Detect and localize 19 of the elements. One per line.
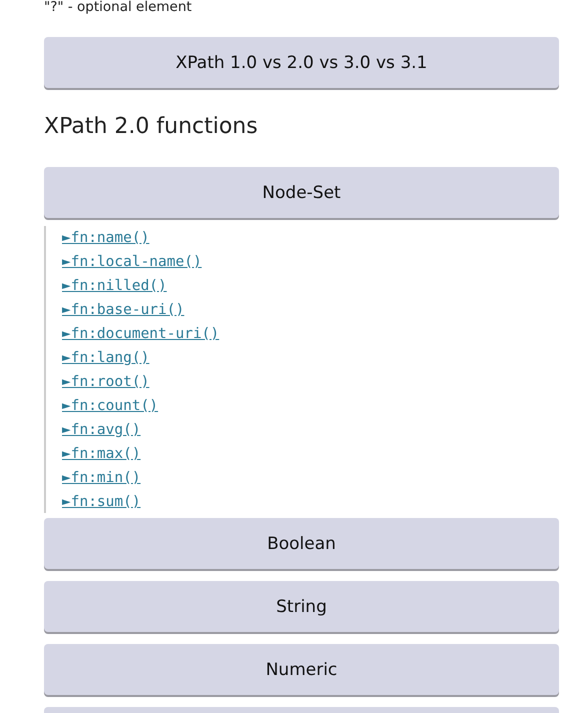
section-heading: XPath 2.0 functions — [44, 114, 258, 139]
accordion-button: XPath 1.0 vs 2.0 vs 3.0 vs 3.1 — [44, 37, 559, 88]
function-link: ►fn:sum() — [62, 493, 141, 511]
function-link: ►fn:nilled() — [62, 277, 167, 295]
function-link: ►fn:local-name() — [62, 253, 202, 271]
function-link: ►fn:avg() — [62, 421, 141, 439]
function-link: ►fn:base-uri() — [62, 301, 184, 319]
function-link: ►fn:min() — [62, 469, 141, 487]
note-text: "?" - optional element — [44, 0, 192, 15]
accordion-button: Boolean — [44, 518, 559, 569]
function-link: ►fn:name() — [62, 229, 150, 247]
function-link: ►fn:lang() — [62, 349, 150, 367]
function-link: ►fn:max() — [62, 445, 141, 463]
accordion-button: String — [44, 581, 559, 632]
function-link: ►fn:root() — [62, 373, 150, 391]
accordion-button: Numeric — [44, 644, 559, 695]
function-link: ►fn:document-uri() — [62, 325, 220, 343]
accordion-button: Node-Set — [44, 167, 559, 218]
function-link: ►fn:count() — [62, 397, 158, 415]
